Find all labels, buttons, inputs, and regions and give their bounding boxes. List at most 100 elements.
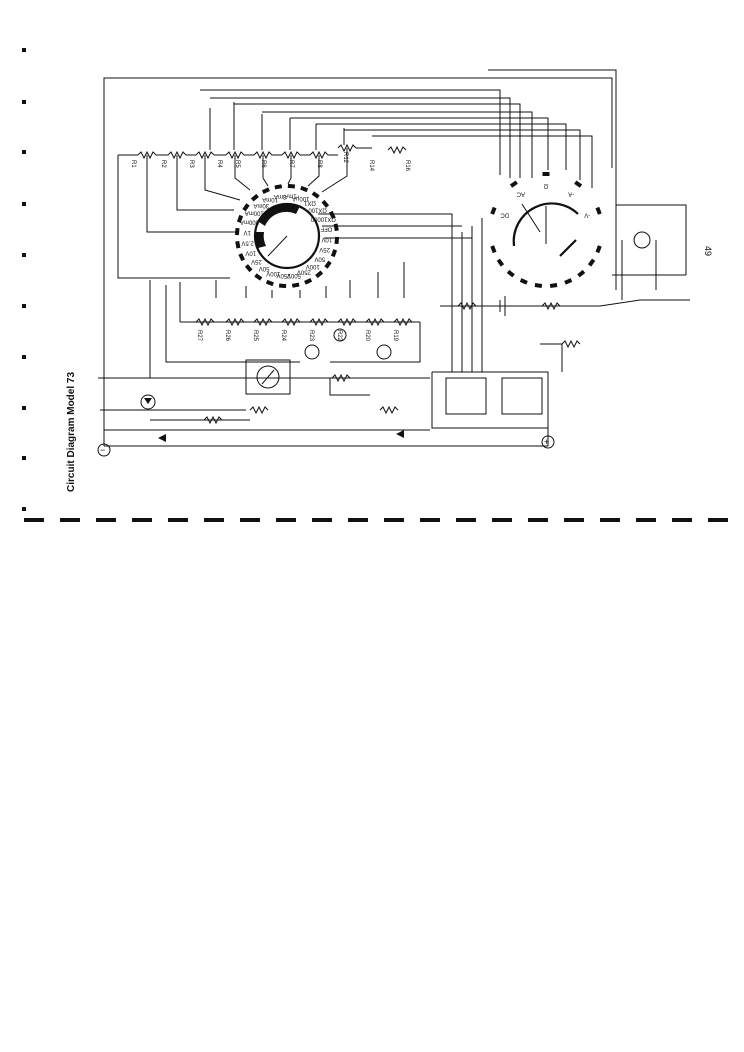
range-position-label: 25V <box>319 246 330 252</box>
range-position-label: 1mA <box>284 193 296 199</box>
range-contact <box>254 273 263 281</box>
terminal-positive-label: + <box>544 437 549 447</box>
label-r7: R7 <box>288 160 294 168</box>
outer-wiring <box>98 69 687 447</box>
label-r6: R6 <box>260 160 266 168</box>
label-r24: R24 <box>280 330 286 342</box>
range-position-label: 2.5V <box>241 239 253 245</box>
cut-line-dash <box>492 518 512 522</box>
function-switch-contacts <box>490 172 602 288</box>
function-position-label: Ω <box>543 182 548 188</box>
range-contact <box>236 214 244 223</box>
cut-line-dash <box>564 518 584 522</box>
label-r16: R16 <box>404 160 410 172</box>
cut-line-dash <box>60 518 80 522</box>
function-contact <box>490 245 497 254</box>
terminal-negative <box>97 443 111 457</box>
range-switch-rotor-band <box>259 203 300 226</box>
range-position-label: 25V <box>251 258 262 264</box>
range-contact <box>334 236 340 245</box>
range-contact <box>329 210 336 219</box>
cut-line-dash <box>708 518 728 522</box>
function-position-label: AC <box>516 190 525 196</box>
range-contact <box>235 240 241 249</box>
component-v1 <box>304 344 320 360</box>
diode-d5 <box>144 398 152 404</box>
range-contact <box>265 279 274 287</box>
range-contact <box>330 249 338 258</box>
terminal-negative-label: − <box>100 445 105 455</box>
cut-line-dash <box>348 518 368 522</box>
function-contact <box>564 278 573 285</box>
function-contact <box>534 283 543 288</box>
label-r22: R22 <box>336 330 342 342</box>
range-switch-contacts <box>234 183 340 289</box>
cut-line-dash <box>312 518 332 522</box>
component-v2 <box>376 344 392 360</box>
range-position-label: OFF <box>320 226 332 232</box>
range-contact <box>278 283 287 289</box>
range-position-label: 100V <box>266 270 280 276</box>
range-contact <box>250 193 259 202</box>
range-position-label: 30mA <box>253 202 269 208</box>
label-r12: R12 <box>342 152 348 164</box>
range-contact <box>287 183 296 189</box>
range-position-label: 10V <box>245 249 256 255</box>
margin-marks <box>22 48 26 511</box>
range-contact <box>333 223 339 232</box>
range-contact <box>300 185 309 193</box>
cut-line-dash <box>24 518 44 522</box>
range-position-label: 100µA <box>292 195 309 201</box>
label-r26: R26 <box>224 330 230 342</box>
function-position-label: DC <box>500 211 509 217</box>
cut-line-dash <box>96 518 116 522</box>
range-position-label: ΩX100 <box>308 207 327 213</box>
range-contact <box>324 260 332 269</box>
function-contact <box>577 269 586 278</box>
function-contact <box>595 245 602 254</box>
range-contact <box>238 253 245 262</box>
range-contact <box>321 199 330 208</box>
range-switch-wiper <box>267 235 288 257</box>
cut-line-dash <box>204 518 224 522</box>
bottom-resistor-labels: R27 R26 R25 R24 R23 R22 R20 R19 <box>196 330 398 342</box>
cut-line-dash <box>636 518 656 522</box>
range-position-label: ΩX1 <box>303 200 315 206</box>
function-position-label: -A <box>568 190 574 196</box>
range-contact <box>315 270 324 279</box>
cut-line-dash <box>456 518 476 522</box>
range-contact <box>274 184 283 190</box>
range-contact <box>244 264 253 273</box>
range-position-label: 100mA <box>245 210 264 216</box>
function-contact <box>490 206 497 215</box>
cut-line-dash <box>420 518 440 522</box>
meter-m1 <box>245 359 291 395</box>
range-switch-position-labels: 250V100V50V25V10V2.5V1V300mA100mA30mA10m… <box>240 193 336 279</box>
function-contact <box>496 258 505 267</box>
function-contact <box>587 258 596 267</box>
range-contact <box>234 227 240 236</box>
range-position-label: 50V <box>259 265 270 271</box>
range-contact <box>261 187 270 194</box>
switch-block-right <box>501 377 543 415</box>
label-r14: R14 <box>368 160 374 172</box>
bottom-resistor-ladder <box>149 262 421 378</box>
range-switch: 250V100V50V25V10V2.5V1V300mA100mA30mA10m… <box>234 183 340 289</box>
range-position-label: 250V <box>297 269 311 275</box>
cut-line-dash <box>240 518 260 522</box>
range-position-label: 50V <box>314 255 325 261</box>
label-r1: R1 <box>130 160 136 168</box>
cut-line-dash <box>276 518 296 522</box>
range-position-label: 1V <box>244 229 251 235</box>
terminal-positive <box>541 435 555 449</box>
range-position-label: 3mA <box>274 193 286 199</box>
range-contact <box>304 278 313 285</box>
diode-d2 <box>158 434 166 442</box>
function-contact <box>519 278 528 285</box>
cut-line-dash <box>672 518 692 522</box>
function-switch-arc <box>512 202 579 247</box>
label-r8: R8 <box>316 160 322 168</box>
label-r5: R5 <box>234 160 240 168</box>
